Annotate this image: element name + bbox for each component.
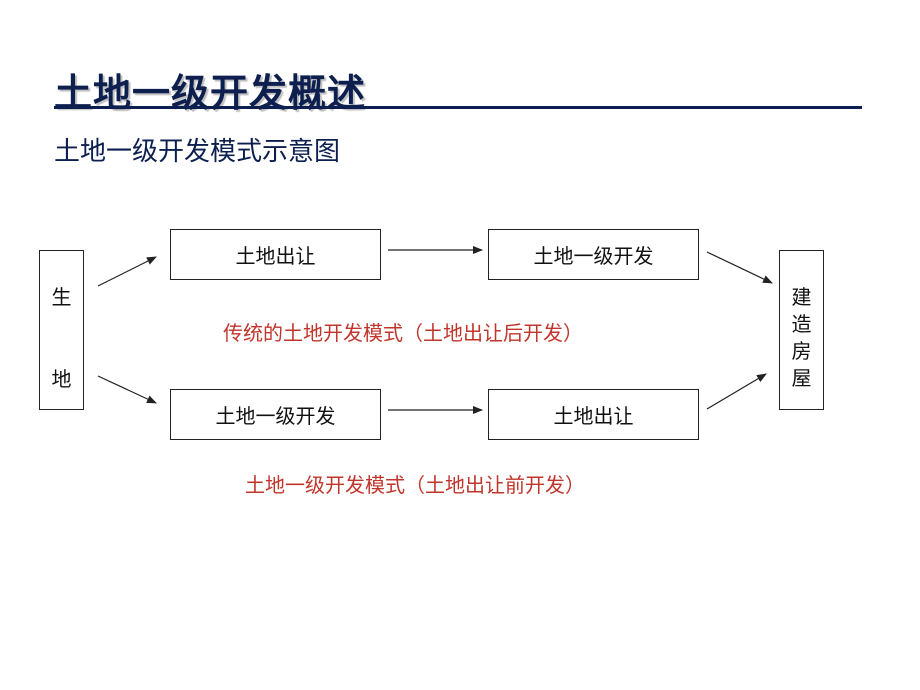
bottom-box-primary-development: 土地一级开发 <box>170 389 381 440</box>
target-char-3: 房 <box>791 339 812 363</box>
diagram-subtitle: 土地一级开发模式示意图 <box>54 137 341 167</box>
caption-traditional-mode: 传统的土地开发模式（土地出让后开发） <box>223 321 583 345</box>
target-char-2: 造 <box>791 312 812 336</box>
source-char-top: 生 <box>51 285 72 309</box>
target-char-4: 屋 <box>791 366 812 390</box>
target-char-1: 建 <box>791 285 812 309</box>
arrow-bottom-to-target <box>706 373 767 410</box>
bottom-box-land-transfer: 土地出让 <box>488 389 699 440</box>
title-underline <box>54 106 862 109</box>
top-box-land-transfer: 土地出让 <box>170 229 381 280</box>
source-box-raw-land: 生 地 <box>39 250 84 410</box>
caption-primary-mode: 土地一级开发模式（土地出让前开发） <box>245 473 585 497</box>
target-box-build-housing: 建 造 房 屋 <box>779 250 824 410</box>
top-box-primary-development: 土地一级开发 <box>488 229 699 280</box>
arrow-top-to-target <box>706 251 773 284</box>
source-char-bottom: 地 <box>51 367 72 391</box>
arrow-source-to-top <box>97 256 157 287</box>
arrow-source-to-bottom <box>97 375 157 404</box>
